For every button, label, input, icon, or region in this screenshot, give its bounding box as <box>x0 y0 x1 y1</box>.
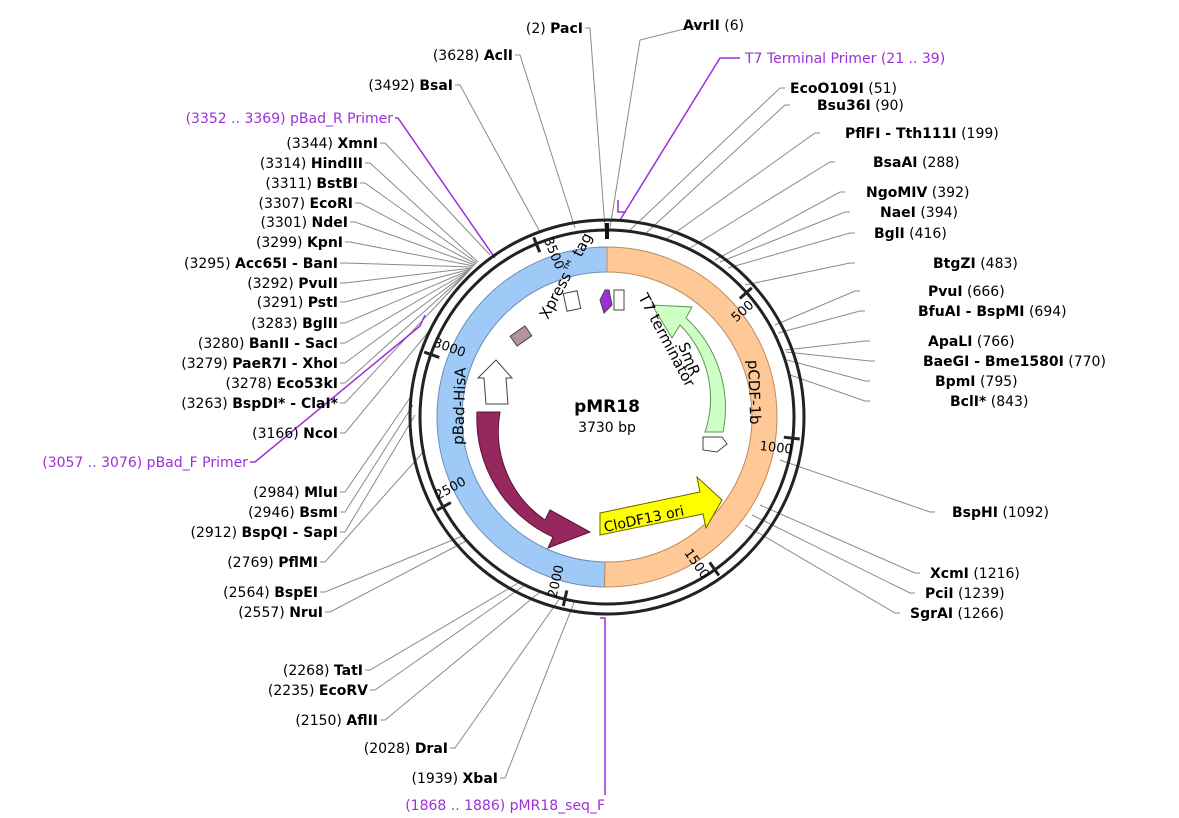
site-label-left: (2557) NruI <box>238 605 323 621</box>
site-label-left: (3314) HindIII <box>260 156 363 172</box>
site-label-left: (3279) PaeR7I - XhoI <box>181 356 338 372</box>
tick-mark <box>783 435 800 441</box>
tick-label: 1000 <box>759 439 794 458</box>
site-label-left: (3299) KpnI <box>256 235 343 251</box>
site-label-left: (3295) Acc65I - BanI <box>184 256 338 272</box>
pbad-hisa-label: pBad-HisA <box>449 366 470 445</box>
site-label-right: NgoMIV (392) <box>866 185 969 201</box>
arac-arrow <box>476 411 592 549</box>
site-label-left: (3291) PstI <box>257 295 338 311</box>
tick-mark <box>532 236 542 253</box>
plasmid-title: pMR18 <box>574 397 640 417</box>
inner-features <box>476 289 728 549</box>
white-box-1 <box>562 290 582 312</box>
site-label-left: (3492) BsaI <box>368 78 453 94</box>
white-box-2 <box>613 289 625 311</box>
site-label-left: (3263) BspDI* - ClaI* <box>181 396 338 412</box>
site-label-right: Bsu36I (90) <box>817 98 904 114</box>
smr-arrow <box>651 304 726 433</box>
pcdf-1b-label: pCDF-1b <box>744 360 764 425</box>
site-label-right: XcmI (1216) <box>930 566 1020 582</box>
site-label-right: BaeGI - Bme1580I (770) <box>923 354 1106 370</box>
primer-label: (3352 .. 3369) pBad_R Primer <box>186 111 394 127</box>
site-label-right: PciI (1239) <box>925 586 1005 602</box>
site-label-left: (2984) MluI <box>253 485 338 501</box>
site-label-right: PflFI - Tth111I (199) <box>845 126 999 142</box>
site-label-left: (3166) NcoI <box>252 426 338 442</box>
site-label-left: (3307) EcoRI <box>259 196 354 212</box>
site-label-left: (2028) DraI <box>364 741 448 757</box>
site-label-left: (3283) BglII <box>251 316 338 332</box>
primer-labels: T7 Terminal Primer (21 .. 39) (3352 .. 33… <box>42 51 945 814</box>
site-label-right: PvuI (666) <box>928 284 1005 300</box>
backbone-inner <box>418 228 796 606</box>
primer-label: (1868 .. 1886) pMR18_seq_F <box>405 798 605 814</box>
primer-label: T7 Terminal Primer (21 .. 39) <box>744 51 945 67</box>
site-label-right: BclI* (843) <box>950 394 1028 410</box>
site-label-right: NaeI (394) <box>880 205 958 221</box>
site-label-right: BspHI (1092) <box>952 505 1049 521</box>
left-site-labels: (2) PacI (3628) AclI (3492) BsaI (3344) Xmn… <box>181 21 583 787</box>
site-label-right: BtgZI (483) <box>933 256 1018 272</box>
backbone-outer <box>408 218 806 616</box>
site-label-left: (3344) XmnI <box>286 136 378 152</box>
xpress-box <box>509 325 533 347</box>
small-arrow-left <box>476 359 514 405</box>
feature-ring: pBad-HisA pCDF-1b <box>436 246 778 588</box>
tick-mark <box>436 501 452 512</box>
primer-leaders <box>250 57 740 795</box>
site-label-left: (3628) AclI <box>433 48 513 64</box>
site-label-right: BsaAI (288) <box>873 155 960 171</box>
primer-label: (3057 .. 3076) pBad_F Primer <box>42 455 248 471</box>
tick-mark <box>708 561 721 577</box>
site-label-right: BglI (416) <box>874 226 947 242</box>
site-label-right: EcoO109I (51) <box>790 81 897 97</box>
tick-mark <box>561 590 569 607</box>
tick-label: 2000 <box>546 564 568 600</box>
tick-mark <box>423 350 440 359</box>
site-label-right: BfuAI - BspMI (694) <box>918 304 1067 320</box>
site-label-left: (2) PacI <box>526 21 583 37</box>
site-label-right: BpmI (795) <box>935 374 1018 390</box>
site-label-left: (2268) TatI <box>283 663 363 679</box>
arac-label: araC <box>501 419 537 458</box>
site-label-left: (3280) BanII - SacI <box>198 336 338 352</box>
site-label-left: (3292) PvuII <box>247 276 338 292</box>
site-label-left: (2769) PflMI <box>227 555 318 571</box>
small-arrow-right <box>702 436 728 453</box>
site-label-left: (2946) BsmI <box>248 505 338 521</box>
leader-lines <box>320 24 935 779</box>
pcdf-1b-segment <box>604 246 778 588</box>
plasmid-length: 3730 bp <box>578 420 636 436</box>
site-label-left: (3301) NdeI <box>261 215 348 231</box>
site-label-left: (3311) BstBI <box>265 176 358 192</box>
site-label-left: (2235) EcoRV <box>268 683 368 699</box>
site-label-left: (2150) AflII <box>295 713 378 729</box>
site-label-right: ApaLI (766) <box>928 334 1015 350</box>
site-label-left: (2912) BspQI - SapI <box>191 525 338 541</box>
site-label-right: AvrII (6) <box>683 18 744 34</box>
site-label-left: (1939) XbaI <box>412 771 499 787</box>
site-label-right: SgrAI (1266) <box>910 606 1004 622</box>
t7-term-marker <box>599 289 613 314</box>
site-label-left: (2564) BspEI <box>223 585 318 601</box>
site-label-left: (3278) Eco53kI <box>226 376 339 392</box>
tick-mark <box>738 286 753 300</box>
clodf13-arrow <box>599 475 723 536</box>
right-site-labels: AvrII (6) EcoO109I (51)Bsu36I (90) PflFI -… <box>683 18 1106 622</box>
